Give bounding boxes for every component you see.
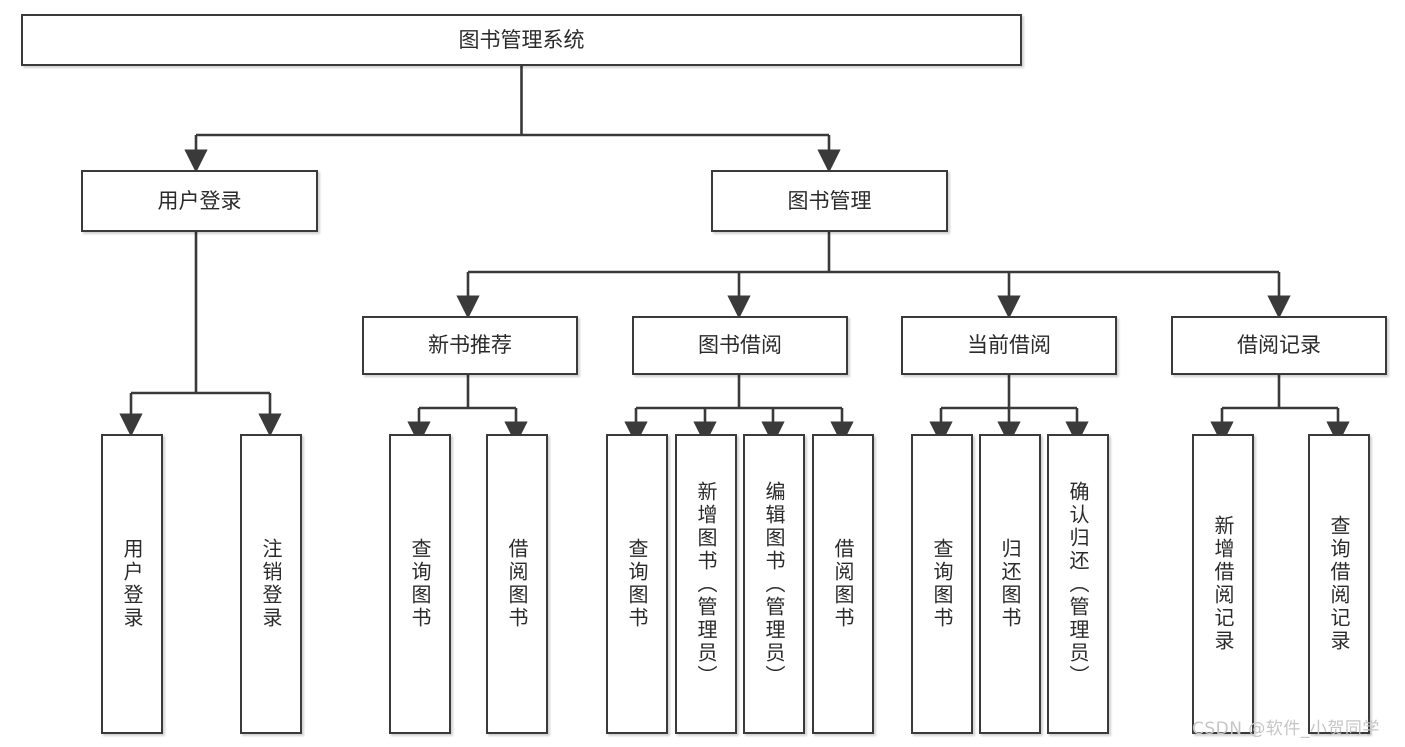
node-leaf-logout-login[interactable]: 注销登录 [240, 434, 302, 734]
node-leaf-return-book[interactable]: 归还图书 [979, 434, 1041, 734]
node-label: 图书管理 [787, 188, 872, 213]
node-label: 查询图书 [930, 538, 954, 630]
node-leaf-borrow-book-recommend[interactable]: 借阅图书 [486, 434, 548, 734]
node-borrow-record[interactable]: 借阅记录 [1171, 316, 1387, 375]
node-leaf-add-borrow-record[interactable]: 新增借阅记录 [1192, 434, 1254, 734]
csdn-watermark: CSDN @软件_小贺同学 [1192, 719, 1380, 739]
node-book-management[interactable]: 图书管理 [711, 170, 948, 232]
node-root-book-management-system[interactable]: 图书管理系统 [21, 14, 1022, 66]
node-label: 借阅记录 [1237, 333, 1321, 358]
node-label: 查询借阅记录 [1327, 515, 1351, 653]
node-label: 新书推荐 [428, 333, 512, 358]
node-label: 用户登录 [157, 188, 242, 213]
node-leaf-confirm-return-admin[interactable]: 确认归还（管理员） [1047, 434, 1109, 734]
node-leaf-edit-book-admin[interactable]: 编辑图书（管理员） [743, 434, 805, 734]
node-new-book-recommend[interactable]: 新书推荐 [362, 316, 578, 375]
node-label: 新增图书（管理员） [694, 480, 718, 688]
node-book-borrow[interactable]: 图书借阅 [632, 316, 848, 375]
node-label: 查询图书 [408, 538, 432, 630]
node-current-borrow[interactable]: 当前借阅 [901, 316, 1117, 375]
node-leaf-query-borrow-record[interactable]: 查询借阅记录 [1308, 434, 1370, 734]
node-label: 当前借阅 [967, 333, 1051, 358]
node-leaf-borrow-book-borrow[interactable]: 借阅图书 [812, 434, 874, 734]
node-label: 用户登录 [120, 538, 144, 630]
node-label: 注销登录 [259, 538, 283, 630]
node-label: 归还图书 [998, 538, 1022, 630]
node-label: 图书借阅 [698, 333, 782, 358]
node-leaf-query-book-current[interactable]: 查询图书 [911, 434, 973, 734]
node-label: 借阅图书 [505, 538, 529, 630]
node-label: 确认归还（管理员） [1066, 480, 1090, 688]
node-label: 图书管理系统 [458, 27, 585, 52]
node-label: 新增借阅记录 [1211, 515, 1235, 653]
node-leaf-query-book-recommend[interactable]: 查询图书 [389, 434, 451, 734]
node-label: 借阅图书 [831, 538, 855, 630]
node-leaf-query-book-borrow[interactable]: 查询图书 [606, 434, 668, 734]
node-label: 编辑图书（管理员） [762, 480, 786, 688]
node-leaf-add-book-admin[interactable]: 新增图书（管理员） [675, 434, 737, 734]
node-user-login[interactable]: 用户登录 [81, 170, 318, 232]
node-leaf-user-login[interactable]: 用户登录 [101, 434, 163, 734]
node-label: 查询图书 [625, 538, 649, 630]
